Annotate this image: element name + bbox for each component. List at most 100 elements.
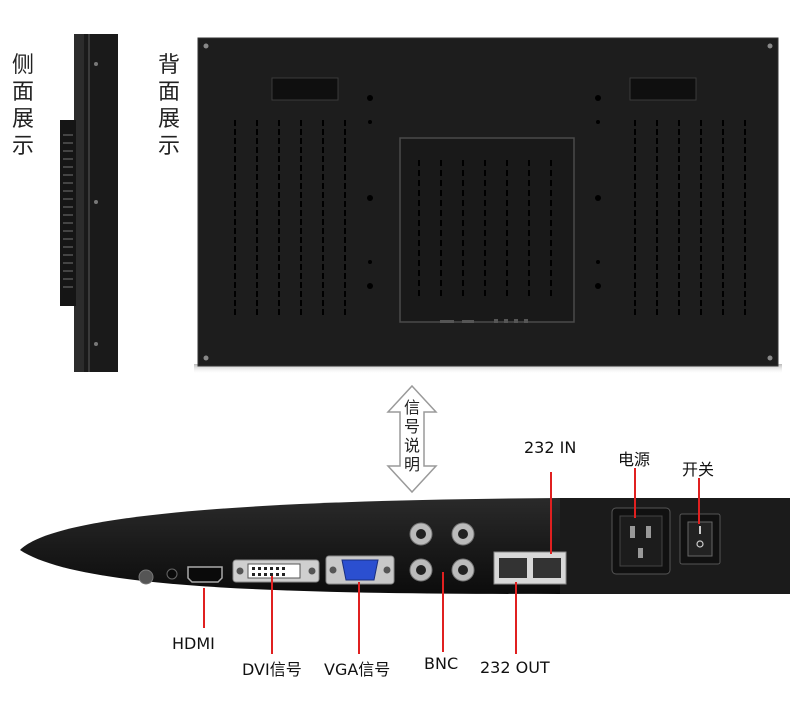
vent-slot (744, 183, 746, 189)
vent-slot (234, 192, 236, 198)
vent-slot (344, 192, 346, 198)
rs232-in-label: 232 IN (524, 438, 577, 457)
vent-slot (344, 120, 346, 126)
vent-slot (744, 255, 746, 261)
vent-slot (462, 160, 464, 166)
vent-slot (300, 309, 302, 315)
rs232-out-label: 232 OUT (480, 658, 550, 677)
vent-slot (300, 264, 302, 270)
vent-slot (678, 192, 680, 198)
vent-slot (256, 282, 258, 288)
vent-slot (322, 192, 324, 198)
vent-slot (278, 174, 280, 180)
vent-slot (278, 273, 280, 279)
vent-slot (656, 165, 658, 171)
vent-slot (528, 210, 530, 216)
vent-slot (550, 240, 552, 246)
vent-slot (700, 228, 702, 234)
vent-slot (656, 138, 658, 144)
vent-slot (418, 240, 420, 246)
vent-slot (678, 228, 680, 234)
vent-slot (634, 120, 636, 126)
vent-slot (656, 219, 658, 225)
vent-slot (744, 201, 746, 207)
vent-slot (256, 138, 258, 144)
vent-slot (656, 228, 658, 234)
rs232-out-leader-line (515, 582, 517, 654)
vent-slot (700, 246, 702, 252)
vent-slot (744, 120, 746, 126)
vent-slot (256, 273, 258, 279)
vent-slot (300, 210, 302, 216)
vent-slot (256, 309, 258, 315)
vent-slot (744, 228, 746, 234)
vent-slot (506, 160, 508, 166)
vent-slot (678, 300, 680, 306)
vent-slot (656, 282, 658, 288)
signal-explanation-label: 信 号 说 明 (382, 398, 442, 474)
back-view-label: 背 面 展 示 (158, 52, 180, 160)
vent-slot (484, 260, 486, 266)
vent-slot (550, 270, 552, 276)
vent-slot (300, 201, 302, 207)
vent-slot (700, 273, 702, 279)
vent-slot (256, 255, 258, 261)
vent-slot (634, 273, 636, 279)
vent-slot (278, 255, 280, 261)
vent-slot (418, 250, 420, 256)
vent-slot (440, 270, 442, 276)
vent-slot (234, 201, 236, 207)
vent-slot (234, 228, 236, 234)
vent-slot (506, 240, 508, 246)
vent-slot (506, 200, 508, 206)
vent-slot (440, 170, 442, 176)
vent-slot (678, 309, 680, 315)
vent-slot (744, 156, 746, 162)
vent-slot (634, 237, 636, 243)
vent-slot (300, 291, 302, 297)
vent-slot (678, 264, 680, 270)
vent-slot (744, 165, 746, 171)
vent-slot (418, 290, 420, 296)
bnc-label: BNC (424, 654, 459, 673)
vent-slot (418, 230, 420, 236)
vent-slot (678, 237, 680, 243)
vent-slot (484, 160, 486, 166)
vent-slot (322, 201, 324, 207)
vent-slot (528, 250, 530, 256)
vent-slot (550, 170, 552, 176)
vent-slot (322, 210, 324, 216)
vent-slot (744, 300, 746, 306)
vent-slot (678, 129, 680, 135)
power-label: 电源 (618, 450, 651, 469)
vent-slot (344, 300, 346, 306)
vent-slot (700, 201, 702, 207)
vga-label: VGA信号 (324, 660, 391, 679)
vent-slot (656, 255, 658, 261)
vent-slot (550, 280, 552, 286)
vent-slot (300, 147, 302, 153)
vent-slot (278, 156, 280, 162)
vent-slot (528, 240, 530, 246)
vent-slot (440, 250, 442, 256)
vent-slot (344, 255, 346, 261)
vent-slot (300, 228, 302, 234)
vent-slot (744, 129, 746, 135)
vent-slot (462, 290, 464, 296)
vent-slot (528, 190, 530, 196)
vent-slot (234, 165, 236, 171)
vent-slot (506, 290, 508, 296)
vent-slot (462, 280, 464, 286)
vent-slot (700, 255, 702, 261)
vent-slot (528, 270, 530, 276)
vent-slot (722, 129, 724, 135)
vent-slot (234, 183, 236, 189)
vent-slot (440, 190, 442, 196)
dvi-leader-line (271, 576, 273, 654)
vent-slot (700, 300, 702, 306)
vent-slot (462, 270, 464, 276)
vent-slot (322, 273, 324, 279)
vent-slot (656, 273, 658, 279)
vent-slot (344, 129, 346, 135)
vent-slot (656, 309, 658, 315)
